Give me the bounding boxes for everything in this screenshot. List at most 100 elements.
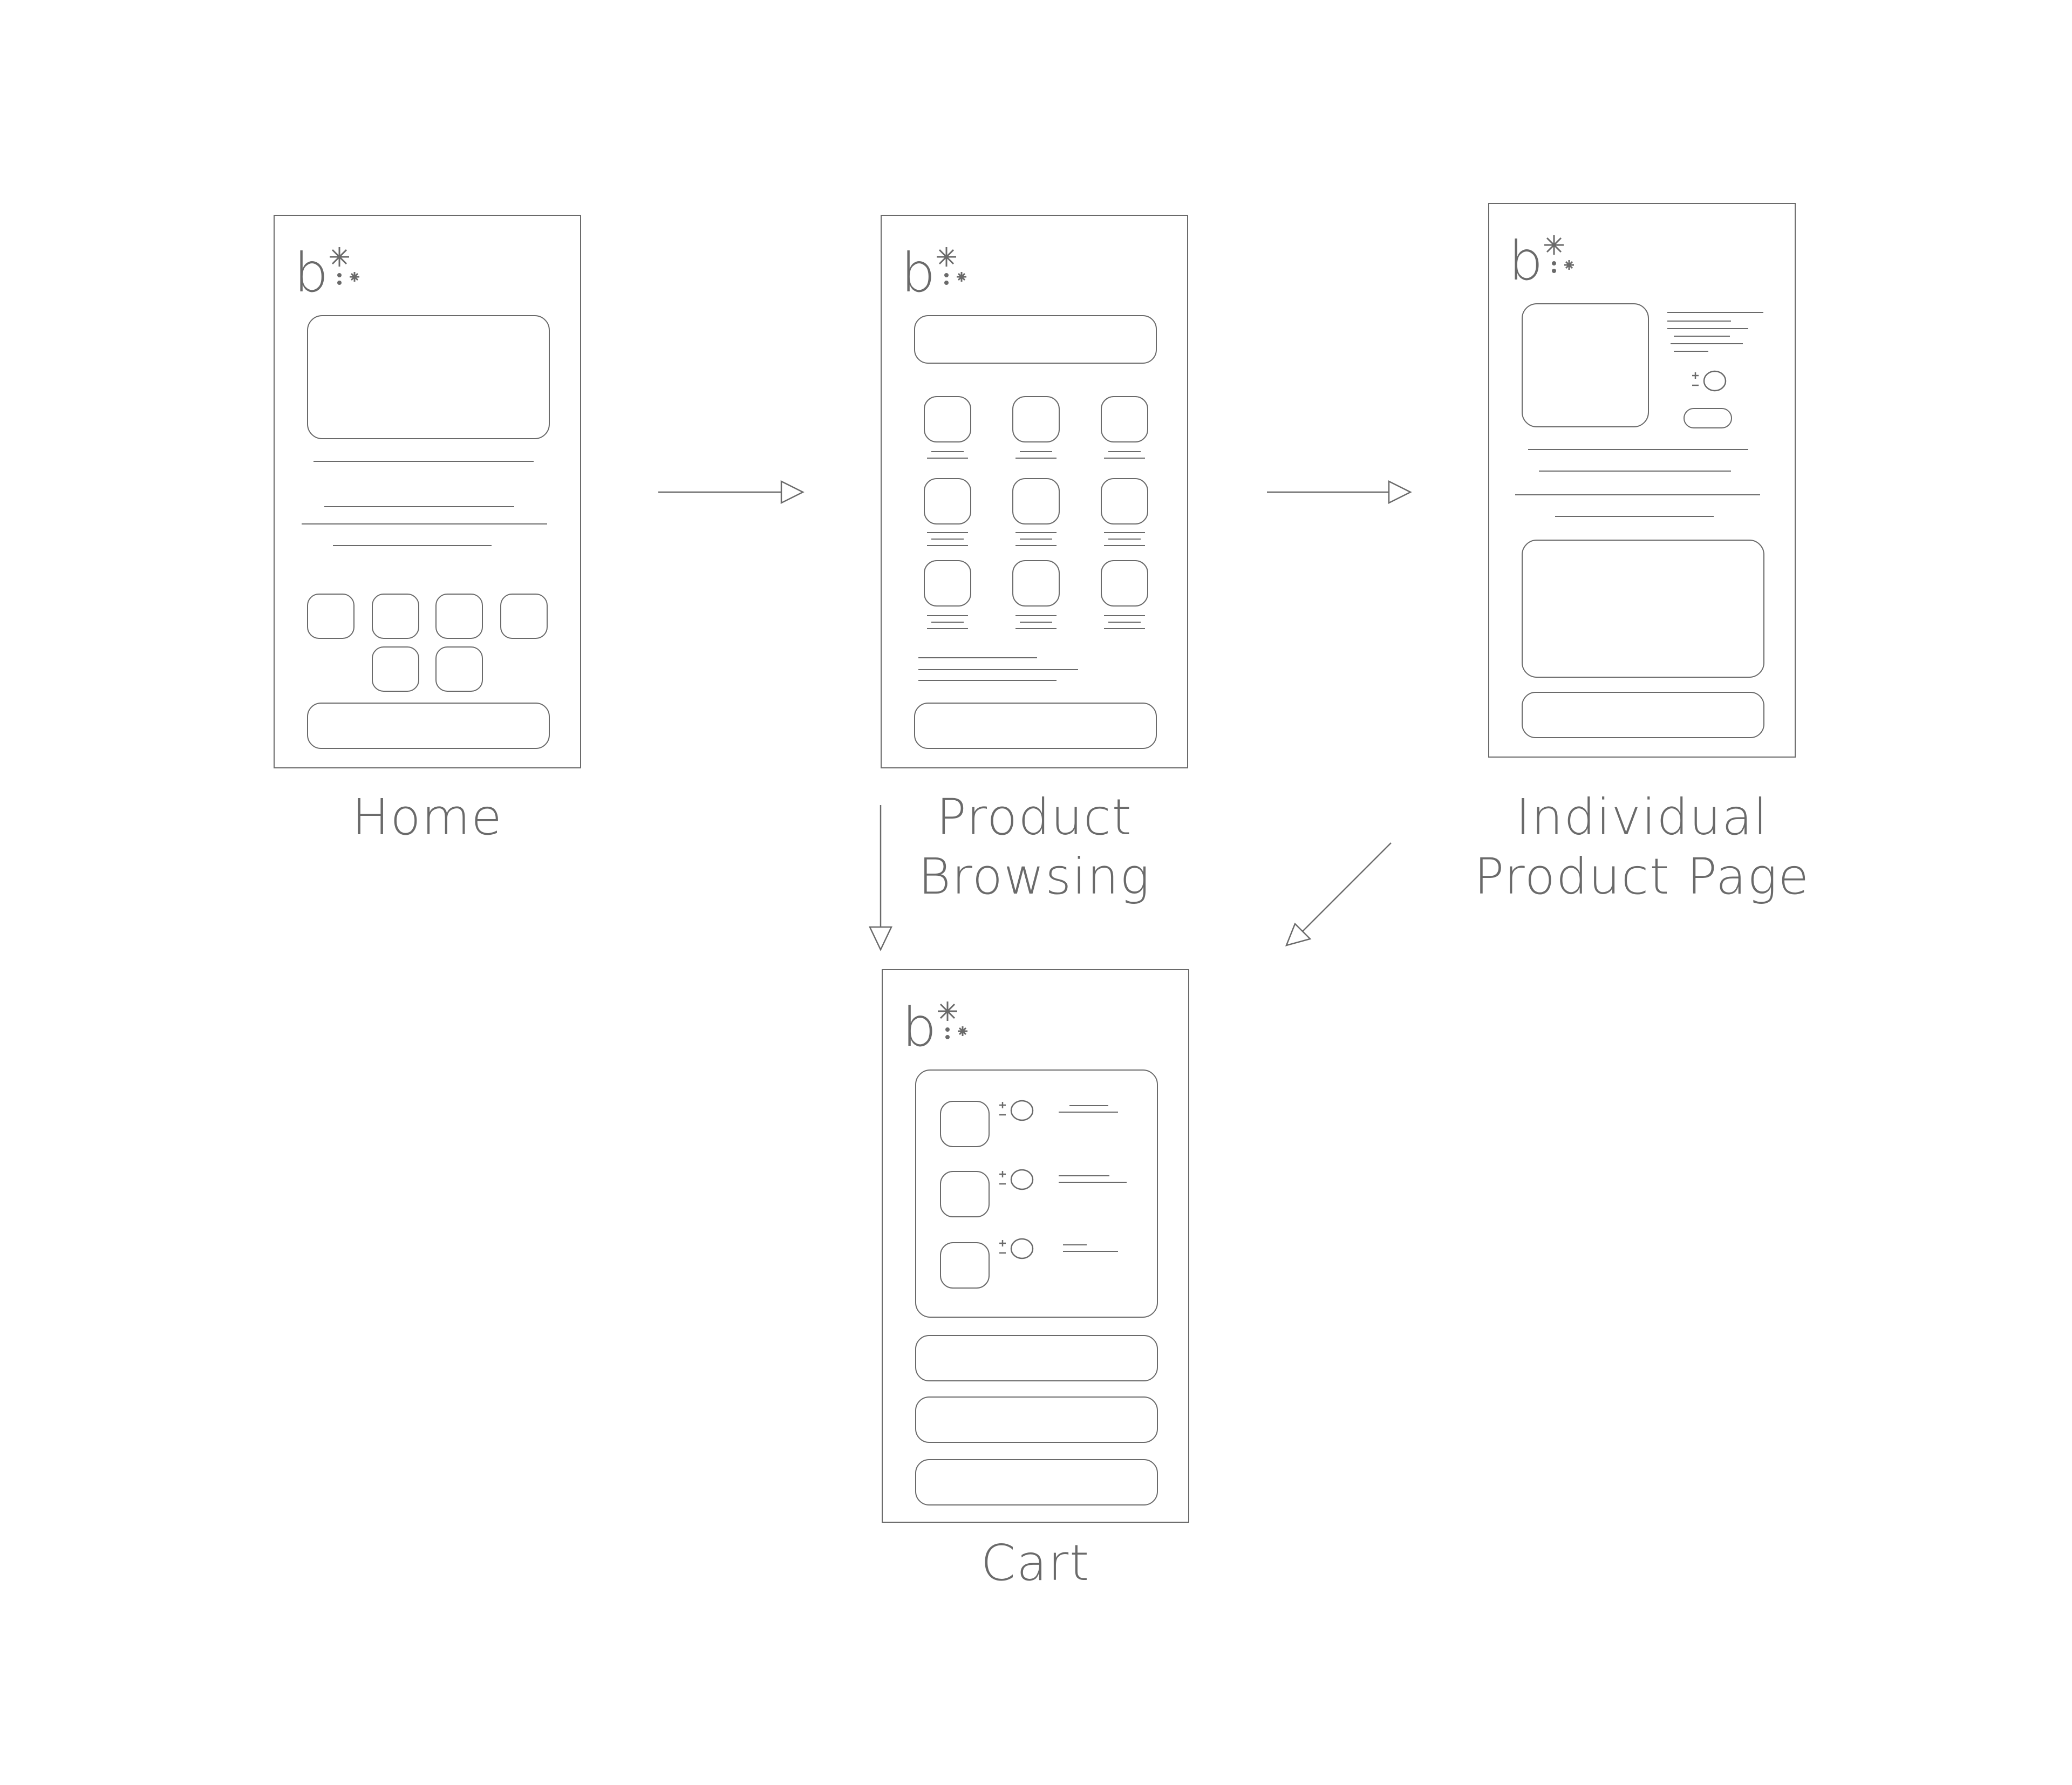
- reviews-panel: [1522, 540, 1764, 678]
- category-tile[interactable]: [500, 594, 548, 639]
- description-line: [1674, 336, 1730, 337]
- caption-line: [931, 622, 964, 623]
- caption-line: [931, 539, 964, 540]
- product-browsing-label-line1: Product: [936, 788, 1133, 846]
- hero-banner[interactable]: [307, 315, 550, 439]
- caption-line: [927, 458, 968, 459]
- text-line: [333, 545, 492, 546]
- product-thumb[interactable]: [924, 396, 971, 442]
- quantity-stepper[interactable]: [997, 1168, 1035, 1195]
- logo-icon: b: [294, 242, 359, 301]
- description-line: [1674, 351, 1708, 352]
- category-tile[interactable]: [435, 594, 483, 639]
- caption-line: [1108, 451, 1141, 452]
- caption-line: [1015, 458, 1057, 459]
- product-browsing-label: Product Browsing: [881, 788, 1188, 907]
- text-line: [1555, 516, 1714, 517]
- text-line: [918, 669, 1078, 670]
- quantity-stepper[interactable]: [1690, 369, 1728, 396]
- text-line: [1515, 494, 1760, 495]
- cart-item-thumb[interactable]: [940, 1101, 990, 1147]
- arrow-home-to-browsing-head: [780, 480, 805, 505]
- caption-line: [927, 615, 968, 616]
- arrow-browsing-to-product-head: [1388, 480, 1412, 505]
- caption-line: [1104, 458, 1145, 459]
- product-image: [1522, 303, 1649, 427]
- description-line: [1667, 321, 1731, 322]
- product-thumb[interactable]: [1101, 396, 1148, 442]
- product-thumb[interactable]: [924, 560, 971, 607]
- text-line: [324, 506, 514, 507]
- product-browsing-screen: b: [881, 215, 1188, 768]
- checkout-button[interactable]: [915, 1459, 1158, 1505]
- text-line: [1539, 471, 1731, 472]
- caption-line: [931, 451, 964, 452]
- logo-icon: b: [901, 242, 966, 301]
- product-thumb[interactable]: [1012, 396, 1060, 442]
- item-text-line: [1059, 1175, 1109, 1176]
- caption-line: [1020, 622, 1052, 623]
- footer-button[interactable]: [914, 703, 1157, 749]
- caption-line: [1104, 615, 1145, 616]
- product-thumb[interactable]: [1012, 560, 1060, 607]
- logo-icon: b: [1509, 230, 1574, 289]
- arrow-product-to-cart-head: [1285, 922, 1312, 946]
- caption-line: [1020, 451, 1052, 452]
- home-screen: b: [274, 215, 581, 768]
- product-thumb[interactable]: [1101, 560, 1148, 607]
- item-text-line: [1069, 1105, 1108, 1106]
- caption-line: [927, 628, 968, 629]
- description-line: [1667, 328, 1748, 329]
- quantity-stepper[interactable]: [997, 1237, 1035, 1264]
- home-label: Home: [352, 788, 503, 846]
- arrow-browsing-to-cart-head: [869, 926, 892, 951]
- category-tile[interactable]: [372, 594, 419, 639]
- caption-line: [1104, 628, 1145, 629]
- logo-letter: b: [901, 242, 935, 301]
- product-thumb[interactable]: [1101, 478, 1148, 524]
- logo-letter: b: [1509, 230, 1543, 289]
- footer-button[interactable]: [1522, 692, 1764, 738]
- text-line: [1528, 449, 1748, 450]
- caption-line: [1015, 615, 1057, 616]
- description-line: [1671, 343, 1743, 344]
- add-to-cart-button[interactable]: [1684, 408, 1732, 428]
- individual-product-label-line2: Product Page: [1474, 848, 1810, 905]
- description-line: [1667, 312, 1763, 313]
- caption-line: [927, 532, 968, 533]
- cart-action-button[interactable]: [915, 1335, 1158, 1381]
- individual-product-screen: b: [1488, 203, 1796, 758]
- caption-line: [927, 545, 968, 546]
- text-line: [918, 680, 1057, 681]
- category-tile[interactable]: [435, 646, 483, 692]
- item-text-line: [1059, 1182, 1127, 1183]
- cart-label: Cart: [980, 1534, 1090, 1592]
- item-text-line: [1063, 1251, 1118, 1252]
- caption-line: [1108, 622, 1141, 623]
- item-text-line: [1059, 1112, 1118, 1113]
- cart-item-thumb[interactable]: [940, 1242, 990, 1289]
- caption-line: [1015, 532, 1057, 533]
- cart-screen: b: [882, 969, 1189, 1523]
- logo-letter: b: [294, 242, 328, 301]
- item-text-line: [1063, 1244, 1087, 1245]
- caption-line: [1104, 545, 1145, 546]
- product-thumb[interactable]: [924, 478, 971, 524]
- product-browsing-label-line2: Browsing: [918, 848, 1151, 905]
- arrow-product-to-cart: [1301, 842, 1392, 933]
- individual-product-label: Individual Product Page: [1468, 788, 1816, 907]
- logo-icon: b: [902, 996, 967, 1055]
- product-thumb[interactable]: [1012, 478, 1060, 524]
- footer-button[interactable]: [307, 703, 550, 749]
- caption-line: [1015, 545, 1057, 546]
- individual-product-label-line1: Individual: [1515, 788, 1769, 846]
- cart-item-thumb[interactable]: [940, 1171, 990, 1217]
- category-tile[interactable]: [307, 594, 355, 639]
- category-tile[interactable]: [372, 646, 419, 692]
- search-bar[interactable]: [914, 315, 1157, 364]
- cart-items-panel: [915, 1069, 1158, 1318]
- cart-action-button[interactable]: [915, 1396, 1158, 1443]
- caption-line: [1020, 539, 1052, 540]
- quantity-stepper[interactable]: [997, 1099, 1035, 1126]
